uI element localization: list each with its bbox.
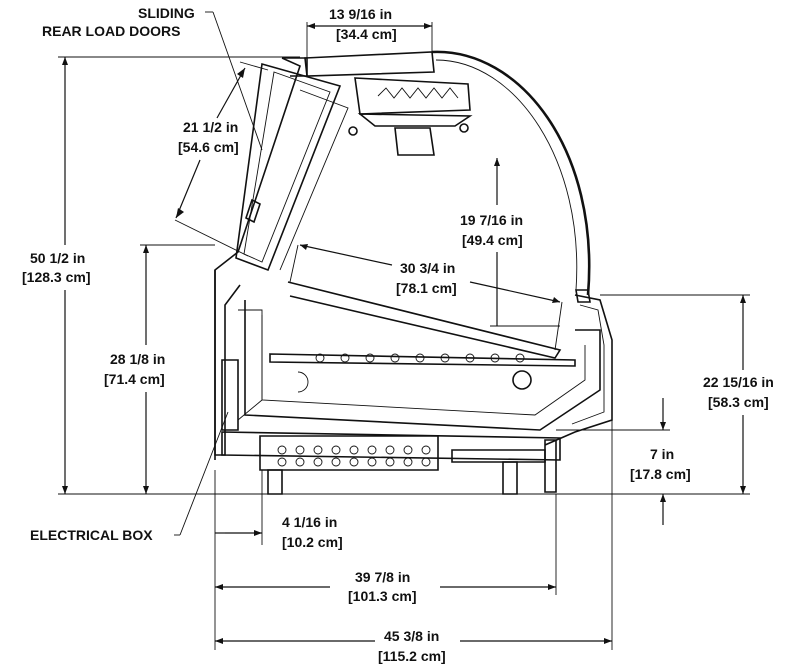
- rear-door-panel-outer: [235, 62, 342, 272]
- top-canopy: [304, 51, 435, 77]
- compressor-coil-row: [277, 445, 431, 467]
- label-electrical-box: ELECTRICAL BOX: [30, 527, 153, 543]
- shelf-rail: [269, 353, 576, 367]
- dim-shelf-depth-metric: [78.1 cm]: [396, 280, 457, 296]
- dim-base-height-imperial: 7 in: [650, 446, 674, 462]
- dim-overall-width-imperial: 45 3/8 in: [384, 628, 439, 644]
- compressor-box: [259, 435, 439, 471]
- base-frame: [221, 431, 561, 461]
- shelf-coil-row: [315, 353, 525, 363]
- text-labels: SLIDING REAR LOAD DOORS ELECTRICAL BOX 1…: [22, 5, 774, 664]
- front-curved-glass: [431, 50, 591, 296]
- front-glass-foot: [575, 289, 591, 303]
- dim-box-offset-metric: [10.2 cm]: [282, 534, 343, 550]
- dim-top-width-imperial: 13 9/16 in: [329, 6, 392, 22]
- electrical-box: [221, 359, 239, 431]
- dim-door-length-imperial: 21 1/2 in: [183, 119, 238, 135]
- rear-door-panel-inner: [243, 71, 331, 263]
- tub-outer: [244, 300, 601, 431]
- light-coil: [377, 87, 459, 99]
- dim-rear-height-imperial: 28 1/8 in: [110, 351, 165, 367]
- drain-arc: [297, 371, 309, 393]
- dim-front-height-imperial: 22 15/16 in: [703, 374, 774, 390]
- fan-housing: [357, 113, 473, 127]
- dim-shelf-depth-imperial: 30 3/4 in: [400, 260, 455, 276]
- front-curved-glass-inner: [435, 59, 578, 291]
- rear-lower-wall: [214, 270, 241, 456]
- front-base-panel: [544, 439, 557, 493]
- tub-inner: [261, 315, 586, 416]
- dim-inner-height-imperial: 19 7/16 in: [460, 212, 523, 228]
- light-assembly: [354, 77, 471, 115]
- front-leg: [502, 461, 518, 495]
- dim-top-width-metric: [34.4 cm]: [336, 26, 397, 42]
- rear-leg: [267, 469, 283, 495]
- dim-box-offset-imperial: 4 1/16 in: [282, 514, 337, 530]
- fan-motor: [394, 127, 435, 156]
- dim-overall-height-metric: [128.3 cm]: [22, 269, 90, 285]
- dim-overall-height-imperial: 50 1/2 in: [30, 250, 85, 266]
- dim-overall-width-metric: [115.2 cm]: [378, 648, 446, 664]
- label-sliding: SLIDING: [138, 5, 195, 21]
- rear-panel-inner: [237, 309, 263, 421]
- front-wall: [544, 294, 613, 446]
- dim-base-width-imperial: 39 7/8 in: [355, 569, 410, 585]
- top-canopy-rear: [282, 57, 308, 77]
- dim-base-width-metric: [101.3 cm]: [348, 588, 416, 604]
- dim-door-length-metric: [54.6 cm]: [178, 139, 239, 155]
- dimension-lines: [58, 11, 750, 650]
- dim-inner-height-metric: [49.4 cm]: [462, 232, 523, 248]
- display-deck-slope: [287, 281, 562, 359]
- dim-front-height-metric: [58.3 cm]: [708, 394, 769, 410]
- label-rear-load-doors: REAR LOAD DOORS: [42, 23, 180, 39]
- dim-rear-height-metric: [71.4 cm]: [104, 371, 165, 387]
- rear-door-handle: [245, 198, 261, 224]
- mount-bolt-right: [459, 123, 469, 133]
- case-body: [214, 50, 613, 495]
- drain-plug: [512, 370, 532, 390]
- front-wall-inner: [571, 304, 605, 425]
- rear-door-track: [279, 89, 349, 271]
- dim-base-height-metric: [17.8 cm]: [630, 466, 691, 482]
- mount-bolt-left: [348, 126, 358, 136]
